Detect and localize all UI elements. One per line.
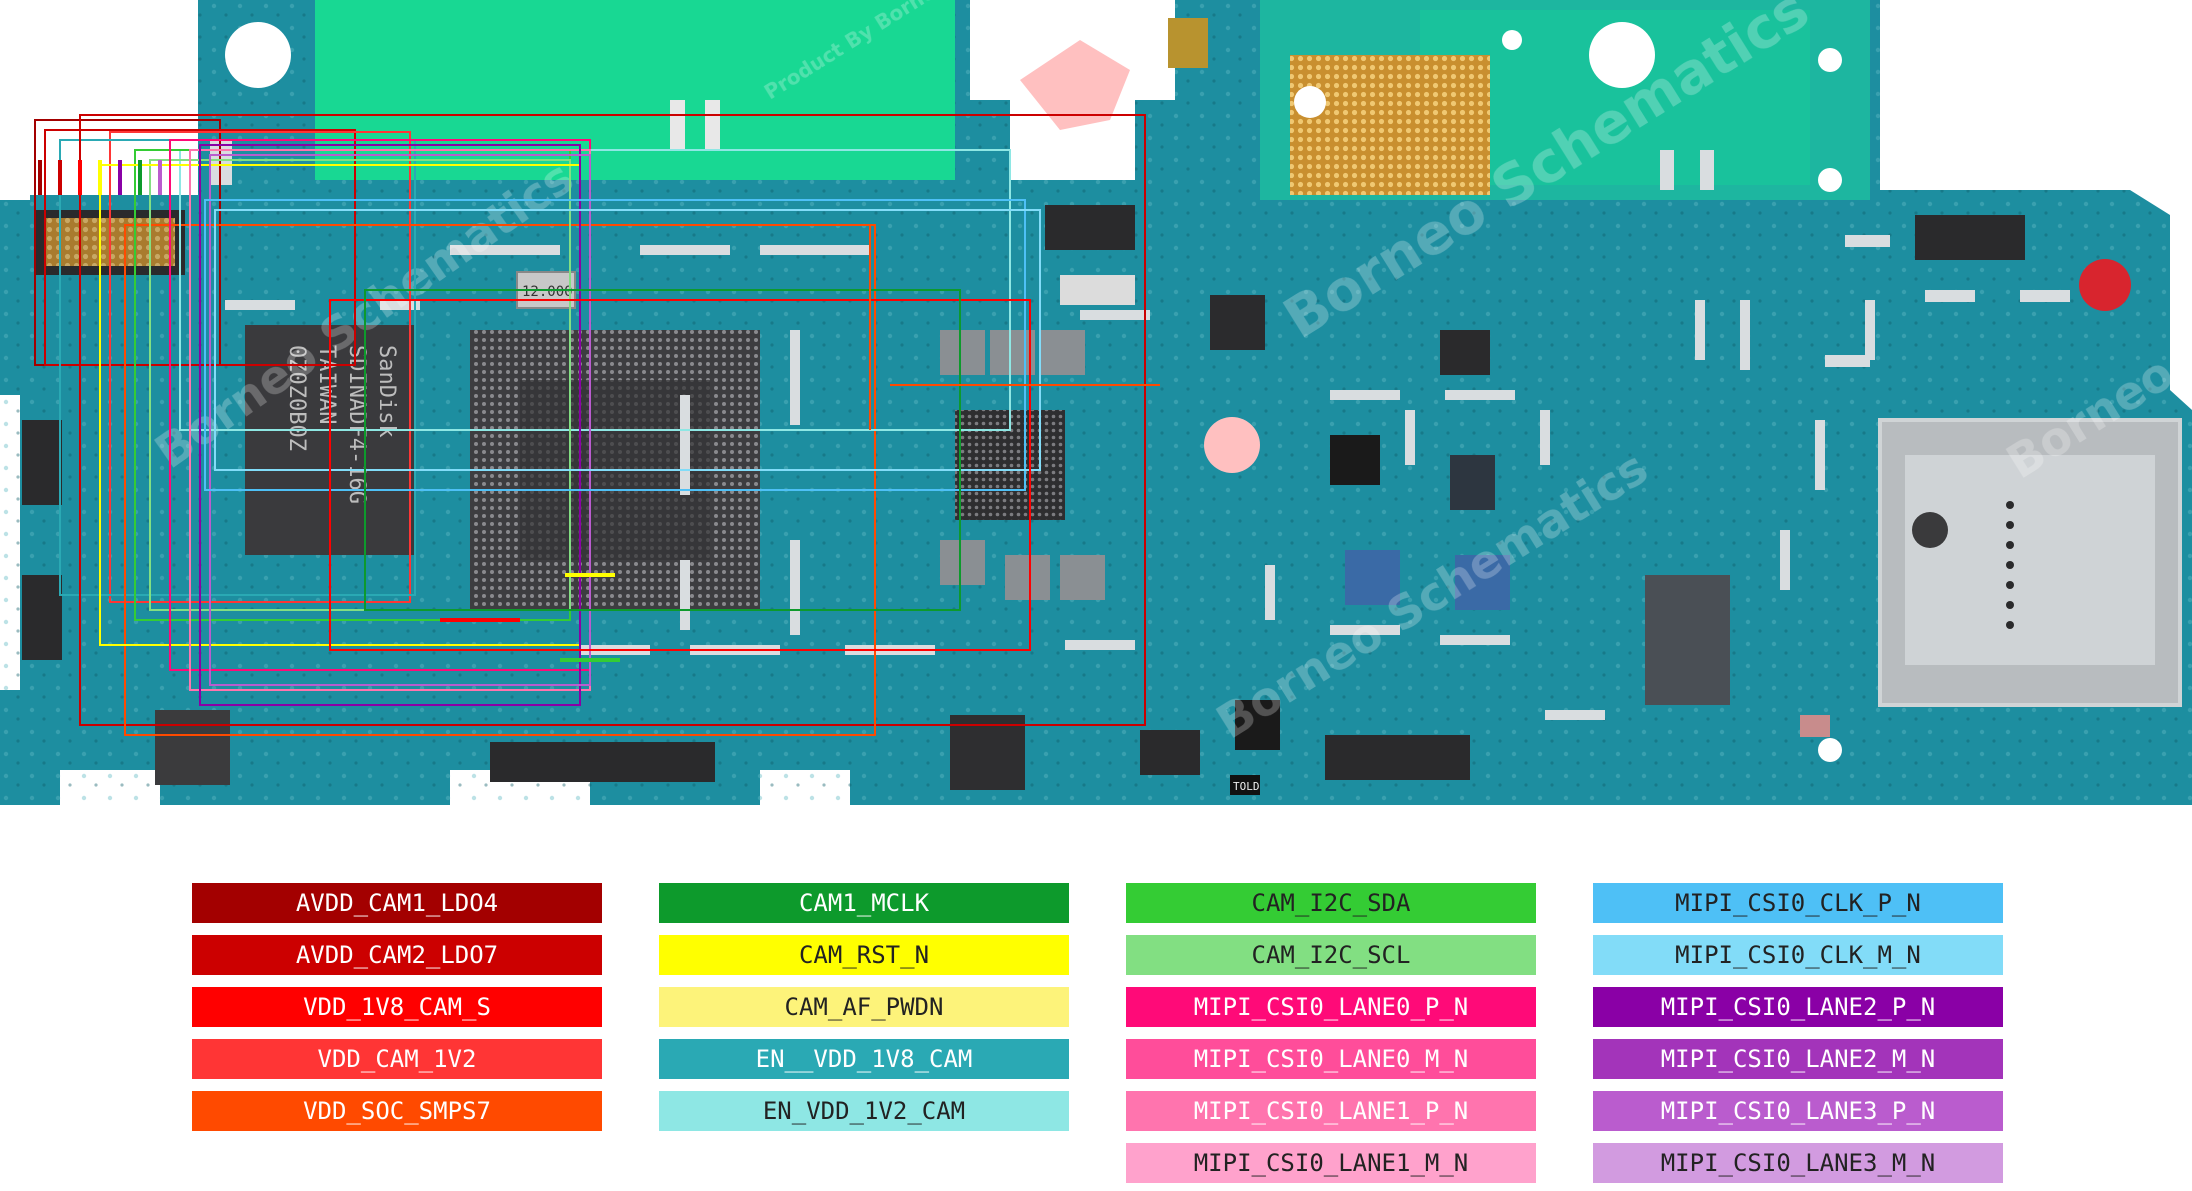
crystal-label: 12.000: [522, 284, 573, 300]
right-ic-5: [1455, 555, 1510, 610]
legend-label: CAM_I2C_SDA: [1251, 889, 1411, 917]
right-ic-7: [1235, 700, 1280, 750]
passive-components: [210, 100, 2070, 737]
legend-label: AVDD_CAM2_LDO7: [295, 941, 499, 969]
legend-label: MIPI_CSI0_LANE2_P_N: [1660, 993, 1936, 1021]
legend-col4-row5: MIPI_CSI0_LANE3_P_N: [1593, 1091, 2003, 1131]
connector-tag: TOLD: [1233, 780, 1260, 793]
legend-label: AVDD_CAM1_LDO4: [295, 889, 499, 917]
legend-label: MIPI_CSI0_LANE0_M_N: [1193, 1045, 1469, 1073]
legend-col4-row4: MIPI_CSI0_LANE2_M_N: [1593, 1039, 2003, 1079]
legend-label: EN_VDD_1V2_CAM: [762, 1097, 966, 1125]
legend-col4-row3: MIPI_CSI0_LANE2_P_N: [1593, 987, 2003, 1027]
legend-label: MIPI_CSI0_LANE1_M_N: [1193, 1149, 1469, 1177]
legend-col1-row4: VDD_CAM_1V2: [192, 1039, 602, 1079]
legend-col1-row5: VDD_SOC_SMPS7: [192, 1091, 602, 1131]
legend-label: CAM_RST_N: [798, 941, 930, 969]
legend-label: MIPI_CSI0_LANE3_M_N: [1660, 1149, 1936, 1177]
legend-col2-row2: CAM_RST_N: [659, 935, 1069, 975]
inductors: [155, 295, 1265, 785]
legend-col1-row2: AVDD_CAM2_LDO7: [192, 935, 602, 975]
legend-label: MIPI_CSI0_LANE3_P_N: [1660, 1097, 1936, 1125]
legend-col1-row1: AVDD_CAM1_LDO4: [192, 883, 602, 923]
watermark-logo: [1020, 40, 1130, 130]
legend-col4-row1: MIPI_CSI0_CLK_P_N: [1593, 883, 2003, 923]
gold-shield-pad: [1290, 55, 1490, 195]
legend-label: MIPI_CSI0_LANE2_M_N: [1660, 1045, 1936, 1073]
legend-col1-row3: VDD_1V8_CAM_S: [192, 987, 602, 1027]
right-ic-2: [1450, 455, 1495, 510]
legend-label: CAM_I2C_SCL: [1251, 941, 1411, 969]
legend-label: VDD_CAM_1V2: [317, 1045, 477, 1073]
emmc-label-1: SanDisk: [374, 345, 399, 438]
legend-col4-row6: MIPI_CSI0_LANE3_M_N: [1593, 1143, 2003, 1183]
legend-label: EN__VDD_1V8_CAM: [755, 1045, 973, 1073]
legend-label: CAM1_MCLK: [798, 889, 930, 917]
sd-card-slot: [1878, 418, 2182, 707]
legend-label: VDD_1V8_CAM_S: [303, 993, 491, 1021]
legend-col3-row4: MIPI_CSI0_LANE0_M_N: [1126, 1039, 1536, 1079]
legend-label: MIPI_CSI0_CLK_M_N: [1675, 941, 1921, 969]
emmc-label-3: TAIWAN: [314, 345, 339, 424]
legend-col3-row3: MIPI_CSI0_LANE0_P_N: [1126, 987, 1536, 1027]
legend-label: MIPI_CSI0_LANE0_P_N: [1193, 993, 1469, 1021]
mounting-holes: [225, 22, 1842, 762]
signal-traces: [34, 114, 1160, 736]
red-component: [2079, 259, 2131, 311]
legend-col3-row6: MIPI_CSI0_LANE1_M_N: [1126, 1143, 1536, 1183]
emmc-label-4: 0Z0Z0B0Z: [284, 345, 309, 451]
right-ic-3: [1645, 575, 1730, 705]
right-ic-6: [950, 715, 1025, 790]
legend-col2-row3: CAM_AF_PWDN: [659, 987, 1069, 1027]
legend-label: MIPI_CSI0_LANE1_P_N: [1193, 1097, 1469, 1125]
legend-col2-row5: EN_VDD_1V2_CAM: [659, 1091, 1069, 1131]
legend-col2-row1: CAM1_MCLK: [659, 883, 1069, 923]
legend-label: CAM_AF_PWDN: [784, 993, 944, 1021]
legend-col2-row4: EN__VDD_1V8_CAM: [659, 1039, 1069, 1079]
legend-label: MIPI_CSI0_CLK_P_N: [1675, 889, 1921, 917]
legend-label: VDD_SOC_SMPS7: [303, 1097, 491, 1125]
right-ic-1: [1330, 435, 1380, 485]
legend-col3-row1: CAM_I2C_SDA: [1126, 883, 1536, 923]
right-ic-4: [1345, 550, 1400, 605]
legend-col3-row2: CAM_I2C_SCL: [1126, 935, 1536, 975]
legend-col3-row5: MIPI_CSI0_LANE1_P_N: [1126, 1091, 1536, 1131]
legend-col4-row2: MIPI_CSI0_CLK_M_N: [1593, 935, 2003, 975]
